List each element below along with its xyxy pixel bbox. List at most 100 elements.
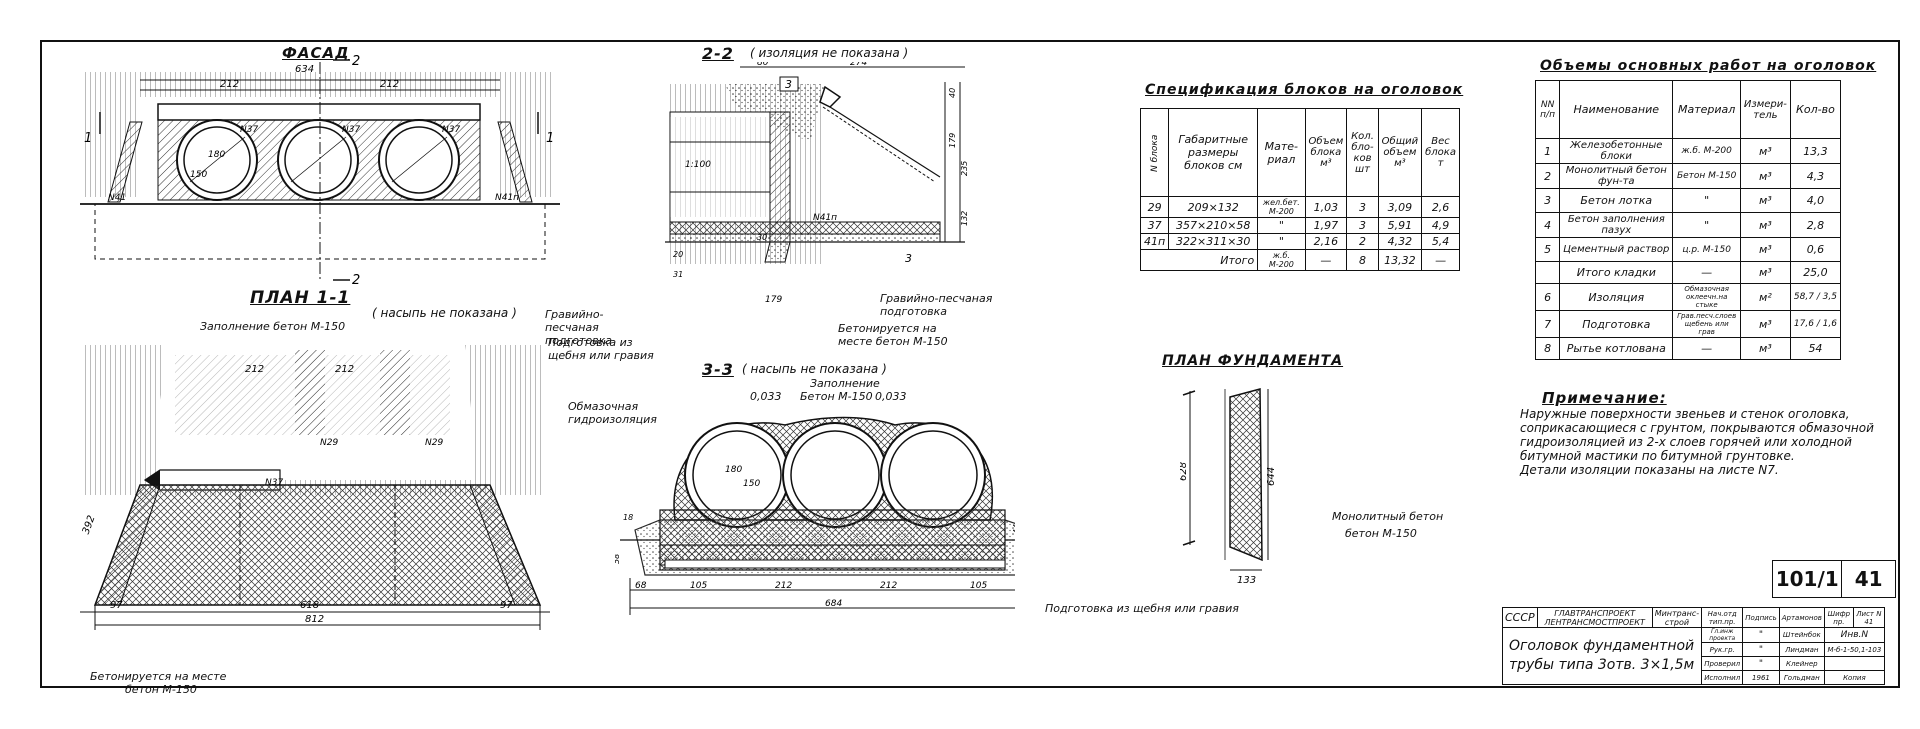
stamp-shifr-h: Шифр пр. [1823,607,1854,628]
stamp-title1: Оголовок фундаментной [1509,638,1695,654]
section33-dim-d: 212 [880,581,897,591]
works-cell: м³ [1739,212,1791,238]
section22-dim-i: 20 [673,250,683,259]
section33-slope1: 0,033 [750,390,782,403]
section33-dim-h2: 44 [1012,524,1015,534]
facade-drawing: 634 212 212 2 2 1 1 N37 N37 N37 N41 N41п… [80,54,560,288]
facade-label-n41-right: N41п [495,193,519,203]
foundation-dim-h1: 628 [1180,462,1189,481]
spec-cell: 3 [1346,217,1379,234]
works-cell: 13,3 [1789,138,1842,164]
works-cell: " [1672,212,1741,238]
works-header: Материал [1672,80,1741,139]
works-table: NN п/п Наименование Материал Измери-тель… [1534,80,1842,360]
facade-label-d180: 180 [208,150,225,160]
works-cell: 6 [1534,283,1561,311]
works-cell [1534,261,1561,284]
section33-slope2: 0,033 [875,390,907,403]
works-cell: м³ [1739,337,1791,360]
stamp-ministry: Минтранс­строй [1651,607,1703,628]
section33-dim-b: 105 [690,581,707,591]
spec-header: Кол. бло-ков шт [1346,108,1379,197]
stamp-r-prov: Проверил [1701,656,1744,671]
stamp-sign-2: " [1742,642,1780,657]
note-line: соприкасающиеся с грунтом, покрываются о… [1520,421,1874,435]
note-body: Наружные поверхности звеньев и стенок ог… [1520,407,1874,477]
works-cell: " [1672,188,1741,213]
spec-total-cell: ж.б. М-200 [1257,249,1306,271]
section22-drawing: 3 3 80 274 40 179 235 132 179 30 20 31 1… [665,62,969,305]
stamp-r-ruk: Рук.гр. [1701,642,1744,657]
table-row-total: Итого ж.б. М-200 — 8 13,32 — [1139,249,1460,271]
works-cell: 2 [1534,163,1561,189]
spec-total-label: Итого [1139,249,1259,271]
section33-dim-total: 684 [825,599,842,609]
plan11-label-n29-a: N29 [320,438,338,448]
works-cell: — [1672,261,1741,284]
works-cell: м³ [1739,188,1791,213]
table-row: 41п 322×311×30 " 2,16 2 4,32 5,4 [1139,233,1460,250]
plan11-dim-d1: 212 [245,364,264,375]
section33-dim-e: 105 [970,581,987,591]
section33-drawing: 68 105 212 212 105 68 684 58 44 88 132 1… [615,416,1015,615]
sheet-number-box: 101/1 41 [1772,560,1896,598]
section22-dim-c: 40 [948,88,957,98]
note-line: битумной мастики по битумной грунтовке. [1520,449,1795,463]
stamp-sign-3: " [1742,656,1780,671]
works-header: Измери-тель [1739,80,1791,139]
works-cell: м³ [1739,310,1791,338]
spec-cell: 2 [1346,233,1379,250]
works-cell: м² [1739,283,1791,311]
spec-cell: 29 [1139,196,1170,218]
spec-total-cell: 8 [1346,249,1379,271]
works-cell: м³ [1739,237,1791,262]
spec-header: Вес блока т [1421,108,1460,197]
spec-cell: 5,91 [1377,217,1423,234]
plan11-dim-side: 392 [81,514,98,536]
section33-dim-h1: 58 [615,554,621,564]
plan11-label-n29-b: N29 [425,438,443,448]
works-cell: м³ [1739,138,1791,164]
foundation-title: ПЛАН ФУНДАМЕНТА [1162,353,1344,369]
works-cell: Бетон лотка [1559,188,1674,213]
section22-mark3-bottom: 3 [905,252,912,265]
sheet-code: 101/1 [1773,561,1843,597]
facade-side-mark-right: 1 [546,131,554,146]
stamp-r-gip: Гл.инж проекта [1701,627,1744,643]
plan11-concrete-grade: бетон М-150 [125,683,197,696]
spec-cell: 1,97 [1304,217,1348,234]
stamp-n3: Клейнер [1778,656,1825,671]
facade-section-mark-bottom: 2 [352,273,360,288]
section33-label-d180: 180 [725,465,742,475]
stamp-blank [1823,656,1885,671]
spec-header: Мате-риал [1257,108,1306,197]
plan11-concrete-label: Бетонируется на месте [90,670,227,683]
works-cell: 4,3 [1789,163,1842,189]
plan11-label-n37: N37 [265,478,283,488]
spec-cell: 3 [1346,196,1379,218]
facade-label-d150: 150 [190,170,207,180]
table-row: 37 357×210×58 " 1,97 3 5,91 4,9 [1139,217,1460,234]
section22-gravel-top: Гравийно-песчаная подготовка [545,308,613,347]
note-title: Примечание: [1542,389,1667,407]
section33-note: ( насыпь не показана ) [742,362,887,376]
stamp-org2: ЛЕНТРАНСМОСТПРОЕКТ [1544,617,1645,627]
works-cell: Рытье котлована [1559,337,1674,360]
stamp-col-chief: Нач.отд тип.пр. [1701,607,1744,628]
plan11-note: ( насыпь не показана ) [372,306,517,320]
stamp-inv: Инв.N [1823,627,1885,643]
works-cell: Бетон М-150 [1672,163,1741,189]
spec-header: Общий объем м³ [1377,108,1423,197]
section22-dim-h: 30 [757,233,767,242]
works-cell: 17,6 / 1,6 [1789,310,1842,338]
section22-gravel-bottom: Гравийно-песчаная подготовка [880,292,993,318]
spec-cell: 41п [1139,233,1170,250]
foundation-label: Монолитный бетон [1332,510,1444,523]
